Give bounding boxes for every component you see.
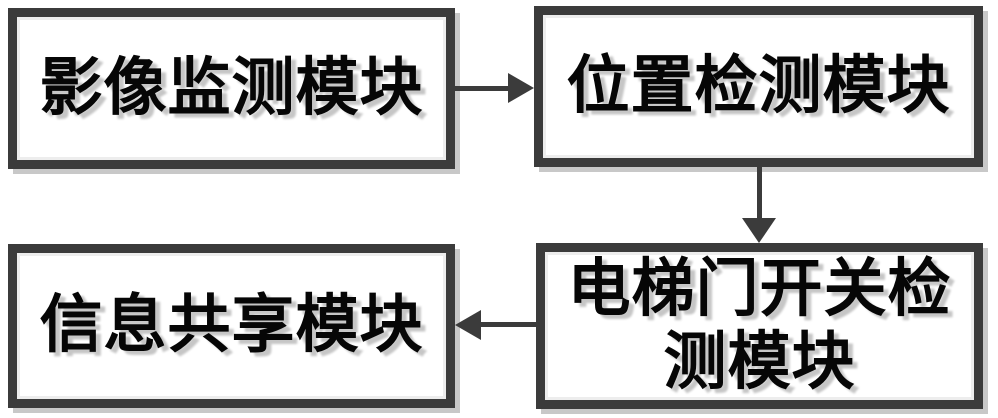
node-information-sharing-module: 信息共享模块: [8, 244, 455, 408]
arrow-line-door-to-info: [480, 322, 536, 327]
node-elevator-door-detection-label: 电梯门开关检测模块: [567, 253, 952, 397]
node-information-sharing-label: 信息共享模块: [39, 290, 424, 361]
node-image-monitoring-module: 影像监测模块: [8, 8, 455, 169]
arrow-line-image-to-position: [455, 86, 511, 91]
node-image-monitoring-label: 影像监测模块: [39, 52, 424, 123]
arrow-head-right-icon: [508, 73, 534, 103]
node-position-detection-module: 位置检测模块: [534, 6, 983, 167]
arrow-line-position-to-door: [757, 167, 762, 221]
node-elevator-door-detection-module: 电梯门开关检测模块: [536, 243, 983, 409]
arrow-head-left-icon: [455, 310, 481, 340]
arrow-head-down-icon: [742, 218, 776, 243]
node-position-detection-label: 位置检测模块: [566, 50, 951, 121]
